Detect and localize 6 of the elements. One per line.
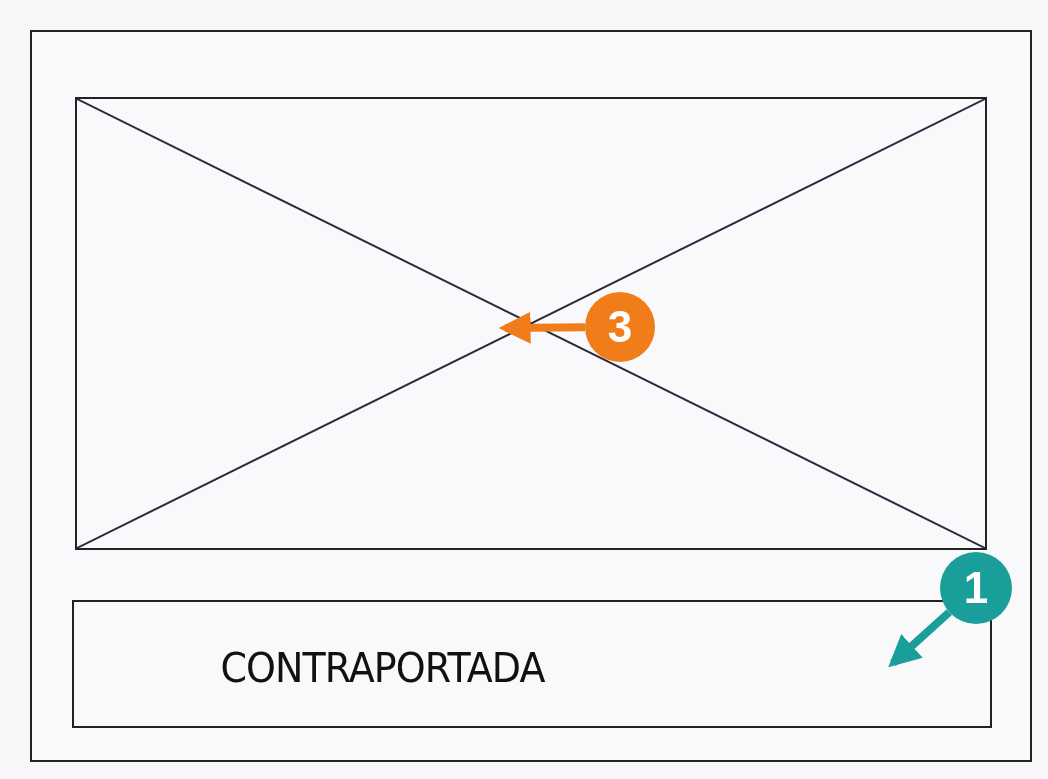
- callout-number: 3: [585, 292, 655, 362]
- page-frame: [30, 30, 1032, 762]
- box-label: CONTRAPORTADA: [220, 645, 544, 691]
- callout-number: 1: [940, 552, 1012, 624]
- leader-arrow: [498, 311, 586, 344]
- leader-arrow: [888, 609, 952, 668]
